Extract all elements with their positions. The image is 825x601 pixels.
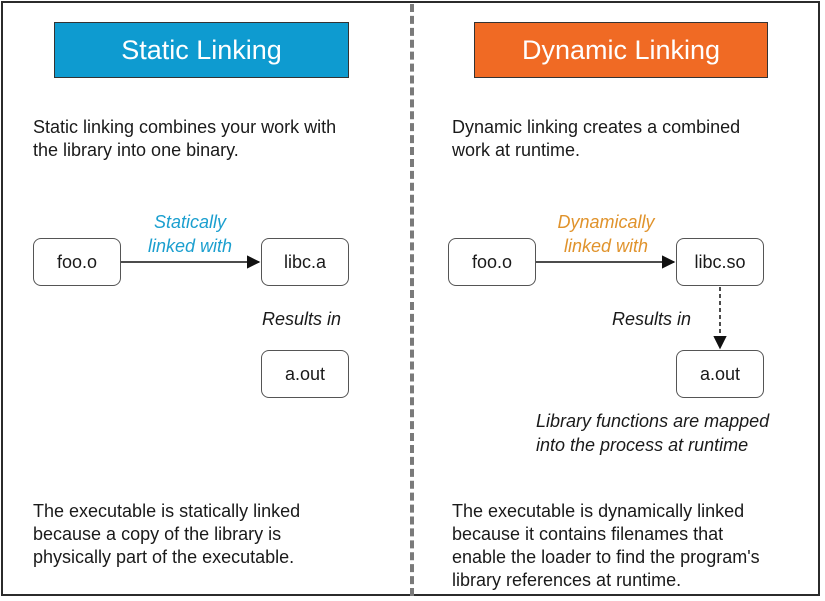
dynamic-mapping-note-line-2: into the process at runtime [536,435,749,455]
static-footer-line-1: The executable is statically linked [33,501,301,521]
static-link-label-line-2: linked with [147,236,233,256]
dynamic-description-line-1: Dynamic linking creates a combined [452,117,741,137]
dynamic-mapping-note: Library functions are mapped into the pr… [536,409,769,457]
dynamic-description: Dynamic linking creates a combined work … [452,116,740,162]
dynamic-footer: The executable is dynamically linked bec… [452,500,760,592]
static-footer-line-3: physically part of the executable. [33,547,295,567]
static-linking-title: Static Linking [54,22,349,78]
dynamic-library-file-box: libc.so [676,238,764,286]
static-description-line-1: Static linking combines your work with [33,117,337,137]
dynamic-link-label-line-2: linked with [563,236,649,256]
static-footer-line-2: because a copy of the library is [33,524,282,544]
static-source-file-box: foo.o [33,238,121,286]
static-link-label: Statically linked with [125,210,255,258]
static-library-file-box: libc.a [261,238,349,286]
static-results-label: Results in [262,309,342,329]
dynamic-link-label: Dynamically linked with [536,210,676,258]
dynamic-output-file-box: a.out [676,350,764,398]
static-link-label-line-1: Statically [153,212,227,232]
dynamic-link-label-line-1: Dynamically [557,212,655,232]
static-description-line-2: the library into one binary. [33,140,239,160]
dynamic-footer-line-4: library references at runtime. [452,570,682,590]
dynamic-description-line-2: work at runtime. [452,140,581,160]
dynamic-mapping-note-line-1: Library functions are mapped [536,411,770,431]
static-footer: The executable is statically linked beca… [33,500,300,569]
dynamic-footer-line-3: enable the loader to find the program's [452,547,760,567]
dynamic-linking-title: Dynamic Linking [474,22,768,78]
dynamic-footer-line-2: because it contains filenames that [452,524,724,544]
static-output-file-box: a.out [261,350,349,398]
static-description: Static linking combines your work with t… [33,116,336,162]
dynamic-results-label: Results in [612,309,692,329]
panel-divider [410,4,414,596]
dynamic-source-file-box: foo.o [448,238,536,286]
dynamic-footer-line-1: The executable is dynamically linked [452,501,745,521]
